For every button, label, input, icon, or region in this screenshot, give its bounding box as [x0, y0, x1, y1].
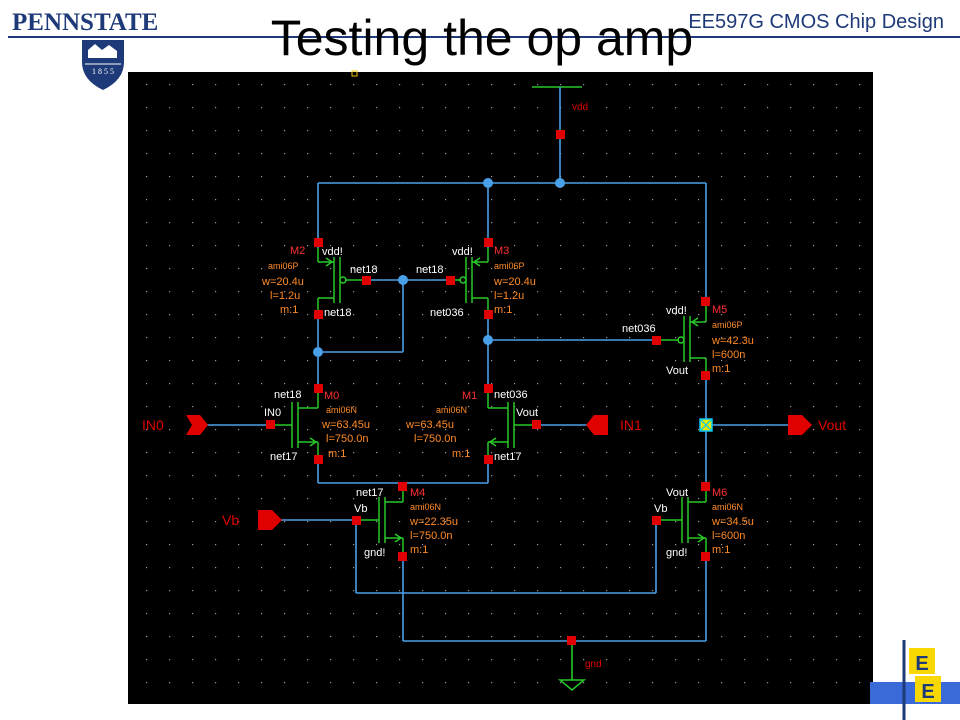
m2-model: ami06P	[268, 261, 299, 271]
connection-pins	[266, 130, 710, 645]
m3-model: ami06P	[494, 261, 525, 271]
m5-name: M5	[712, 304, 727, 316]
m2-source-terminal: vdd!	[322, 246, 343, 258]
m6-model: ami06N	[712, 502, 743, 512]
gnd-label: gnd	[585, 659, 602, 670]
m6-source-terminal: gnd!	[666, 547, 687, 559]
transistor-m5[interactable]: M5 ami06P w=42.3u l=600n m:1 vdd! net036…	[622, 304, 754, 377]
schematic-canvas[interactable]: vdd gnd M2 ami06P w=20.4u l=1.2u m:1 vdd…	[128, 70, 873, 704]
pin-in0[interactable]: IN0	[142, 415, 208, 435]
course-title: EE597G CMOS Chip Design	[688, 11, 944, 33]
m5-model: ami06P	[712, 320, 743, 330]
origin-marker	[351, 70, 358, 77]
vdd-label: vdd	[572, 102, 588, 113]
m0-width: w=63.45u	[321, 419, 370, 431]
m6-length: l=600n	[712, 530, 745, 542]
m1-drain-terminal: net036	[494, 389, 528, 401]
m5-drain-terminal: Vout	[666, 365, 688, 377]
m0-source-terminal: net17	[270, 451, 298, 463]
m5-gate-terminal: net036	[622, 323, 656, 335]
m2-width: w=20.4u	[261, 276, 304, 288]
pin-in1[interactable]: IN1	[586, 415, 642, 435]
ee-logo-letter-top: E	[915, 653, 928, 675]
m1-gate-terminal: Vout	[516, 407, 538, 419]
m0-model: ami06N	[326, 405, 357, 415]
schematic-background	[128, 72, 873, 704]
m5-source-terminal: vdd!	[666, 305, 687, 317]
m4-drain-terminal: net17	[356, 487, 384, 499]
m3-drain-terminal: net036	[430, 307, 464, 319]
m1-length: l=750.0n	[414, 433, 457, 445]
m5-width: w=42.3u	[711, 335, 754, 347]
shield-icon	[82, 40, 124, 90]
ee-logo: E E	[870, 640, 960, 720]
pin-in1-label: IN1	[620, 417, 642, 433]
vout-node-marker[interactable]	[699, 418, 713, 432]
junction-dots	[313, 178, 565, 357]
slide-title: Testing the op amp	[271, 10, 694, 66]
pin-vout[interactable]: Vout	[788, 415, 846, 435]
m2-drain-terminal: net18	[324, 307, 352, 319]
transistor-m4[interactable]: M4 ami06N w=22.35u l=750.0n m:1 net17 Vb…	[354, 487, 458, 559]
m3-name: M3	[494, 245, 509, 257]
m4-name: M4	[410, 487, 425, 499]
pin-vout-label: Vout	[818, 417, 846, 433]
logo-year: 1 8 5 5	[92, 67, 114, 76]
m4-model: ami06N	[410, 502, 441, 512]
lion-icon	[88, 44, 117, 58]
transistor-m6[interactable]: M6 ami06N w=34.5u l=600n m:1 Vout Vb gnd…	[654, 487, 754, 559]
m6-multiplier: m:1	[712, 544, 730, 556]
m0-drain-terminal: net18	[274, 389, 302, 401]
m3-multiplier: m:1	[494, 304, 512, 316]
logo-wordmark: PENNSTATE	[12, 9, 158, 36]
m4-multiplier: m:1	[410, 544, 428, 556]
m5-length: l=600n	[712, 349, 745, 361]
m6-name: M6	[712, 487, 727, 499]
m1-width: w=63.45u	[405, 419, 454, 431]
m3-length: l=1.2u	[494, 290, 524, 302]
ee-logo-letter-bottom: E	[921, 681, 934, 703]
m2-gate-terminal: net18	[350, 264, 378, 276]
m0-name: M0	[324, 390, 339, 402]
transistor-m3[interactable]: M3 ami06P w=20.4u l=1.2u m:1 vdd! net18 …	[416, 245, 536, 319]
m1-source-terminal: net17	[494, 451, 522, 463]
dot-grid	[146, 84, 861, 684]
m4-source-terminal: gnd!	[364, 547, 385, 559]
m4-length: l=750.0n	[410, 530, 453, 542]
m1-multiplier: m:1	[452, 448, 470, 460]
transistor-m2[interactable]: M2 ami06P w=20.4u l=1.2u m:1 vdd! net18 …	[261, 245, 378, 319]
m4-gate-terminal: Vb	[354, 503, 367, 515]
m0-gate-terminal: IN0	[264, 407, 281, 419]
m3-source-terminal: vdd!	[452, 246, 473, 258]
pin-vb[interactable]: Vb	[222, 510, 282, 530]
m2-multiplier: m:1	[280, 304, 298, 316]
m6-gate-terminal: Vb	[654, 503, 667, 515]
pin-in0-label: IN0	[142, 417, 164, 433]
m6-drain-terminal: Vout	[666, 487, 688, 499]
pin-vb-label: Vb	[222, 512, 239, 528]
m1-name: M1	[462, 390, 477, 402]
m3-gate-terminal: net18	[416, 264, 444, 276]
m6-width: w=34.5u	[711, 516, 754, 528]
m3-width: w=20.4u	[493, 276, 536, 288]
m5-multiplier: m:1	[712, 363, 730, 375]
m0-multiplier: m:1	[328, 448, 346, 460]
transistor-m1[interactable]: M1 ami06N w=63.45u l=750.0n m:1 net036 V…	[405, 389, 538, 463]
transistor-m0[interactable]: M0 ami06N w=63.45u l=750.0n m:1 net18 IN…	[264, 389, 370, 463]
m4-width: w=22.35u	[409, 516, 458, 528]
ground-icon	[557, 679, 587, 691]
pennstate-logo: PENNSTATE 1 8 5 5	[12, 9, 158, 90]
m2-length: l=1.2u	[270, 290, 300, 302]
m2-name: M2	[290, 245, 305, 257]
m0-length: l=750.0n	[326, 433, 369, 445]
m1-model: ami06N	[436, 405, 467, 415]
